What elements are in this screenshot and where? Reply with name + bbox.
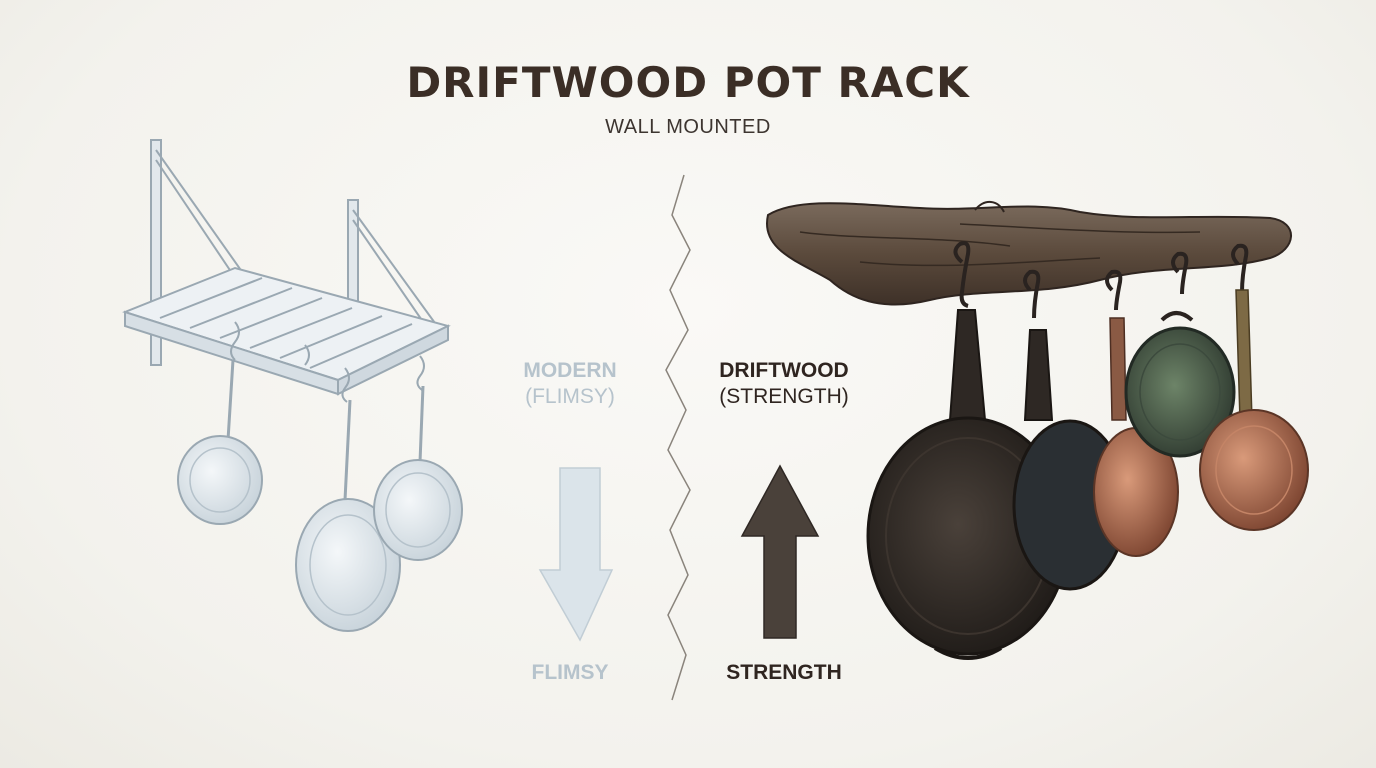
- driftwood-label: DRIFTWOOD (STRENGTH): [684, 358, 884, 410]
- driftwood-log: [765, 201, 1292, 306]
- steel-saucepan-small: [177, 359, 263, 525]
- steel-saucepan-medium: [373, 385, 463, 561]
- strength-label: STRENGTH: [726, 661, 842, 684]
- s-hooks: [953, 241, 1249, 319]
- modern-label: MODERN (FLIMSY): [470, 358, 670, 410]
- steel-saucepan-large: [295, 399, 401, 632]
- green-enamel-pan: [1124, 311, 1236, 458]
- copper-saucepan: [1199, 289, 1309, 531]
- driftwood-label-title: DRIFTWOOD: [719, 359, 849, 382]
- up-arrow-icon: [740, 464, 820, 639]
- driftwood-label-sub: (STRENGTH): [719, 385, 849, 408]
- modern-label-sub: (FLIMSY): [525, 385, 615, 408]
- modern-label-title: MODERN: [523, 359, 617, 382]
- down-arrow-icon: [538, 467, 614, 642]
- flimsy-label: FLIMSY: [531, 661, 609, 684]
- page-subtitle: WALL MOUNTED: [605, 116, 771, 138]
- modern-steel-rack: [122, 139, 451, 403]
- page-title: DRIFTWOOD POT RACK: [406, 58, 970, 107]
- copper-pan: [1093, 317, 1179, 557]
- divider-crack-line: [665, 174, 691, 701]
